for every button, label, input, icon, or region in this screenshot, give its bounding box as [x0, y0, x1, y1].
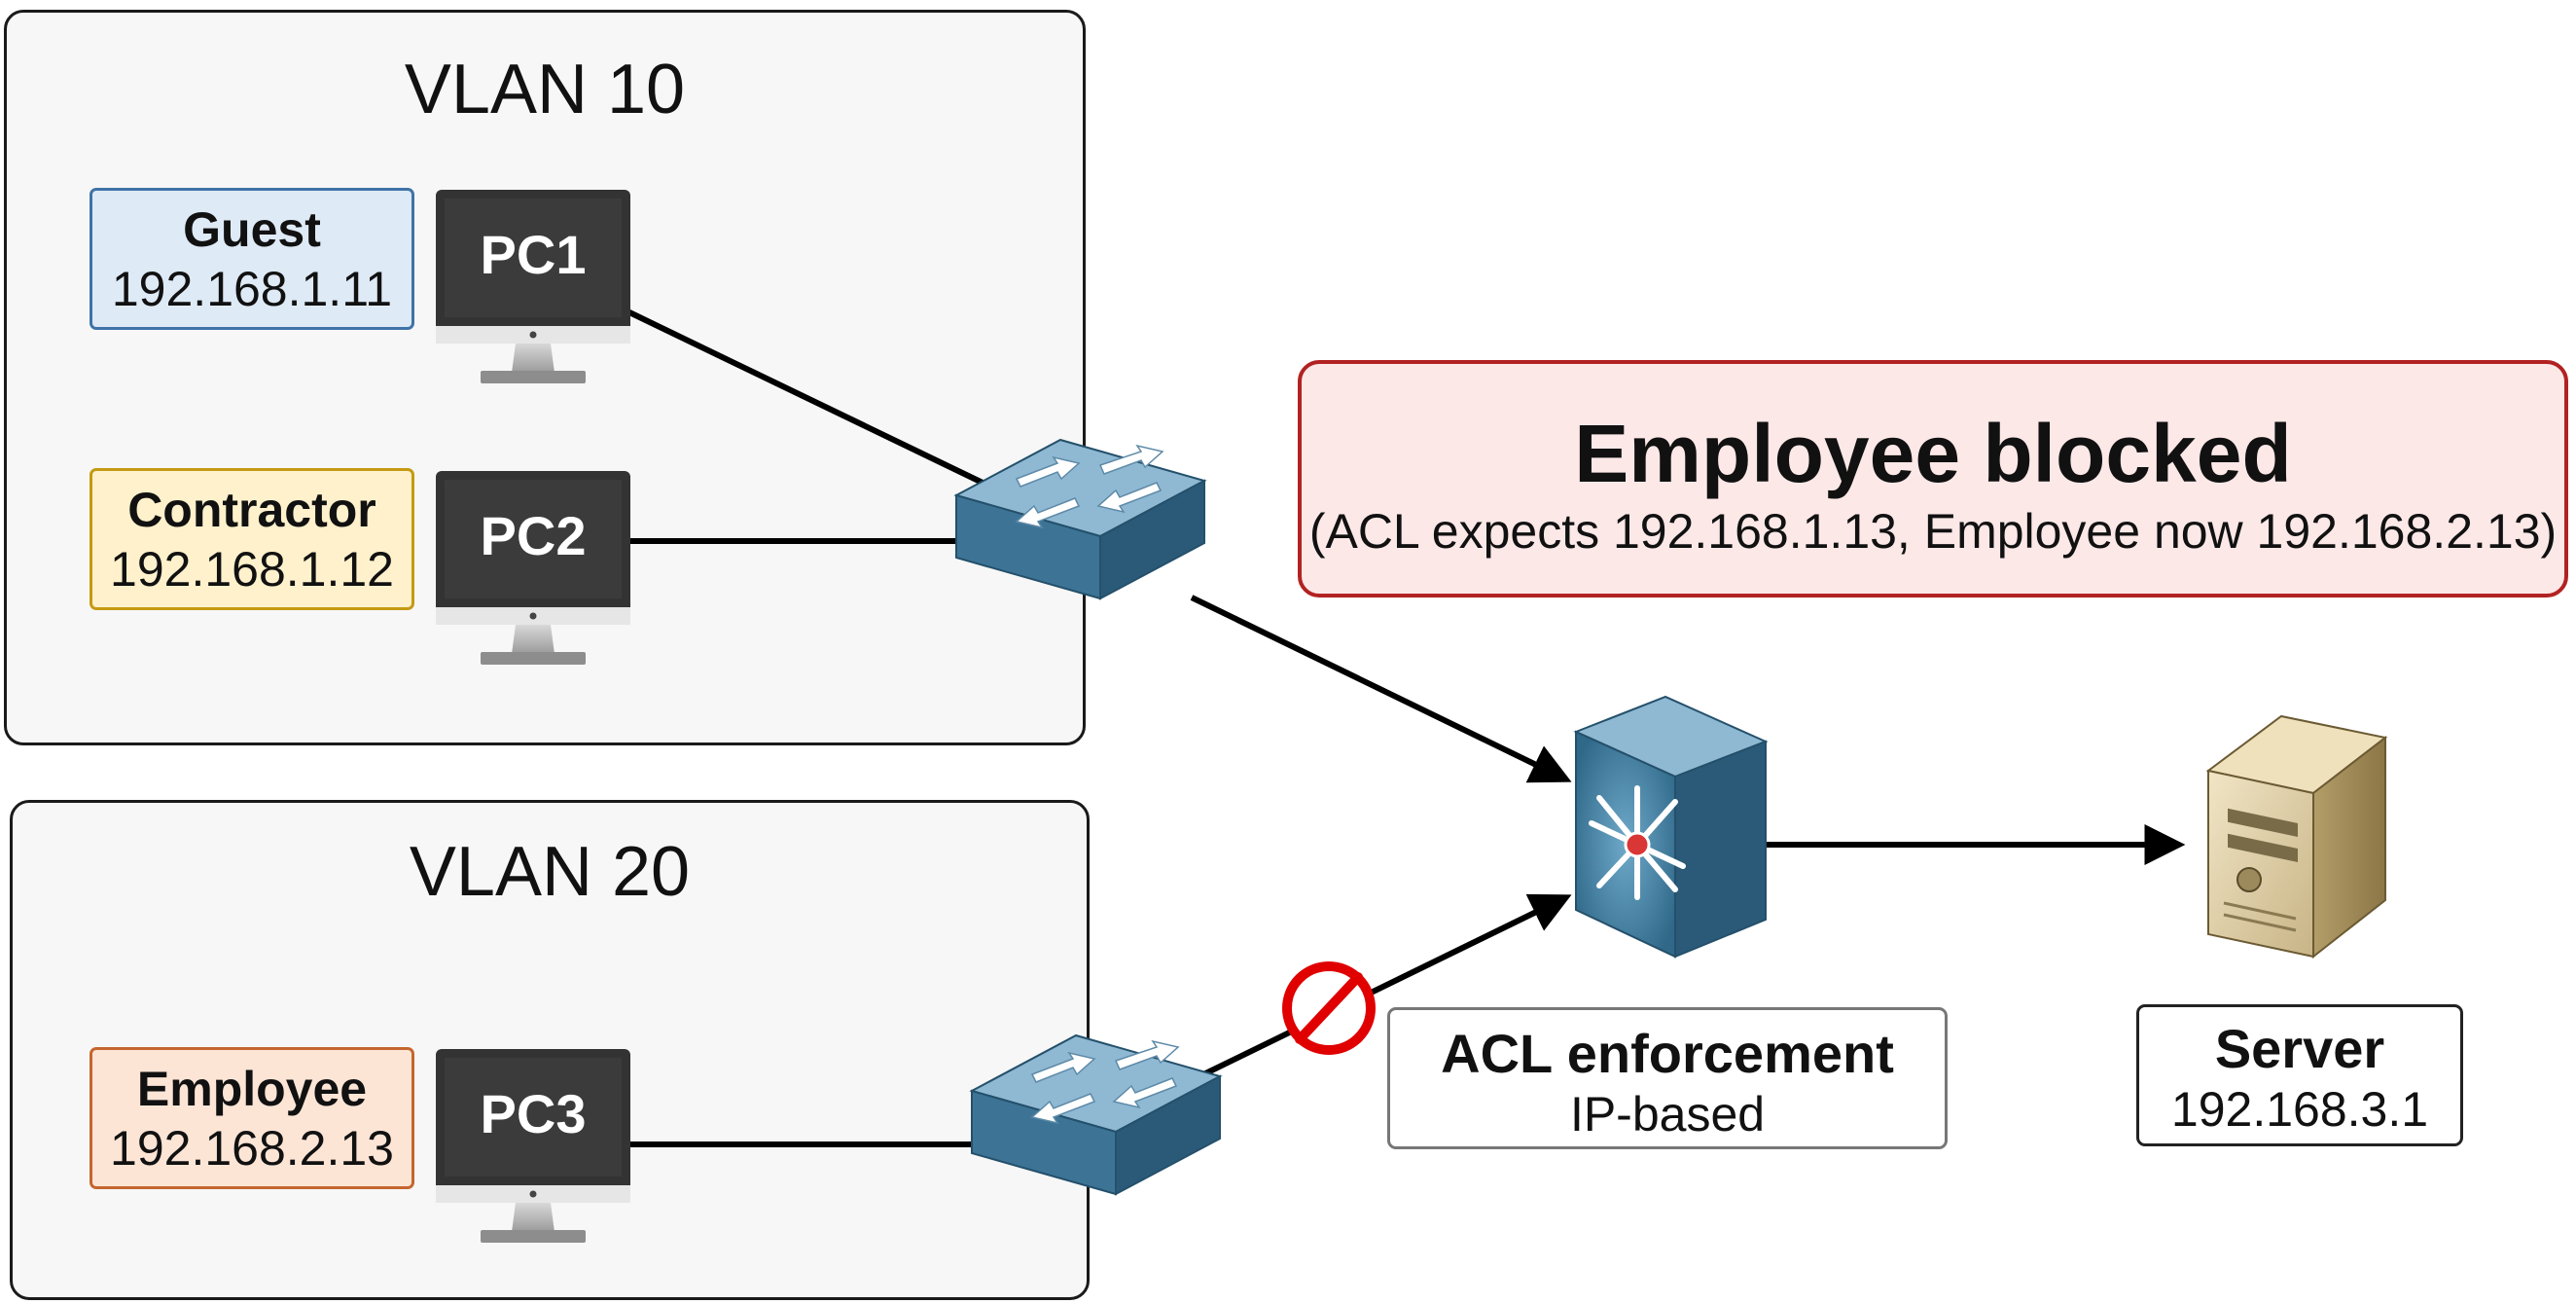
- acl-subtitle: IP-based: [1569, 1087, 1766, 1141]
- host-label-guest: Guest 192.168.1.11: [89, 188, 414, 330]
- link-sw1-core-arrow: [1190, 595, 1572, 783]
- host-ip-contractor: 192.168.1.12: [110, 542, 394, 597]
- sw1-switch-icon: SW1: [955, 439, 1205, 659]
- host-role-contractor: Contractor: [127, 483, 376, 537]
- server-ip: 192.168.3.1: [2170, 1082, 2429, 1137]
- link-pc1-sw1: [626, 308, 984, 486]
- sw2-switch-icon: SW2: [971, 1034, 1221, 1254]
- status-banner: Employee blocked (ACL expects 192.168.1.…: [1298, 360, 2568, 598]
- vlan-10-title: VLAN 10: [404, 51, 686, 128]
- pc1-label: PC1: [481, 224, 587, 285]
- status-detail: (ACL expects 192.168.1.13, Employee now …: [1308, 504, 2558, 559]
- pc1-monitor-icon: PC1: [436, 190, 630, 383]
- host-role-guest: Guest: [183, 202, 321, 257]
- pc3-label: PC3: [481, 1083, 587, 1144]
- server-title: Server: [2214, 1018, 2385, 1079]
- no-entry-icon: [1282, 961, 1376, 1055]
- link-sw2-core-arrow: [1190, 893, 1572, 1083]
- host-label-employee: Employee 192.168.2.13: [89, 1047, 414, 1189]
- pc2-monitor-icon: PC2: [436, 471, 630, 665]
- host-label-contractor: Contractor 192.168.1.12: [89, 468, 414, 610]
- host-role-employee: Employee: [136, 1062, 368, 1116]
- pc2-label: PC2: [481, 505, 587, 566]
- host-ip-employee: 192.168.2.13: [110, 1121, 394, 1176]
- server-icon: [2205, 714, 2388, 960]
- acl-title: ACL enforcement: [1441, 1023, 1894, 1084]
- vlan-20-title: VLAN 20: [409, 833, 691, 911]
- multilayer-switch-icon: [1573, 695, 1769, 959]
- status-title: Employee blocked: [1574, 408, 2292, 499]
- acl-label: ACL enforcement IP-based: [1387, 1007, 1948, 1149]
- host-ip-guest: 192.168.1.11: [111, 262, 393, 316]
- pc3-monitor-icon: PC3: [436, 1049, 630, 1243]
- server-label: Server 192.168.3.1: [2136, 1004, 2463, 1146]
